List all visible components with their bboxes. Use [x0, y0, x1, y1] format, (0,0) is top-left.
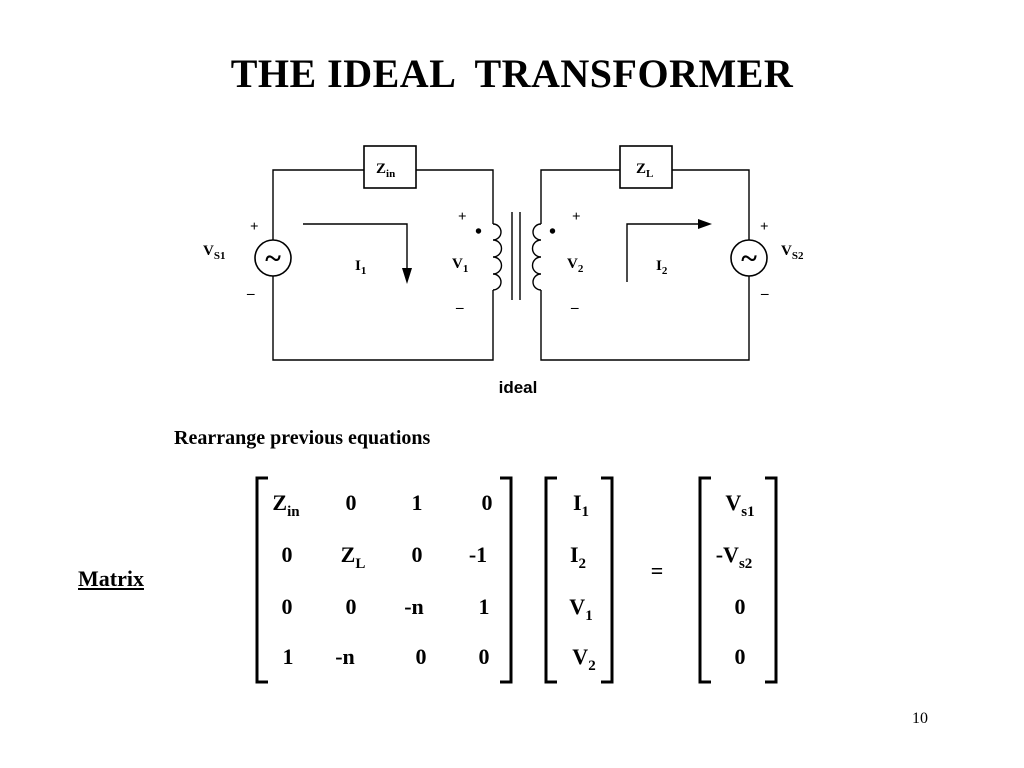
matrix-cell: ZL: [341, 542, 366, 572]
matrix-cell: 1: [412, 490, 423, 515]
matrix-cell: 1: [479, 594, 490, 619]
unknown-bracket-left: [544, 476, 557, 684]
unknowns-vector: I1 I2 V1 V2: [569, 490, 595, 674]
matrix-label: Matrix: [78, 566, 144, 591]
transformer-circuit: [254, 145, 768, 361]
vector-cell: -Vs2: [716, 542, 753, 572]
matrix-cell: 1: [283, 644, 294, 669]
matrix-cell: -1: [469, 542, 487, 567]
matrix-brackets: [255, 476, 778, 684]
v1-plus: +: [458, 209, 467, 225]
matrix-cell: -n: [335, 644, 355, 669]
matrix-cell: 0: [482, 490, 493, 515]
current-arrow-i2: [626, 223, 700, 282]
secondary-dot-icon: •: [549, 221, 556, 243]
primary-coil: [492, 223, 503, 291]
v1-label: V1: [452, 256, 468, 275]
matrix-cell: 0: [479, 644, 490, 669]
coeff-bracket-right: [500, 476, 513, 684]
secondary-wire: [540, 169, 750, 361]
vs1-plus: +: [250, 219, 259, 235]
matrix-cell: 0: [282, 542, 293, 567]
zl-box: [619, 145, 673, 189]
i1-label: I1: [355, 258, 366, 277]
matrix-cell: Zin: [272, 490, 300, 520]
v2-minus: _: [570, 295, 579, 311]
vector-cell: 0: [735, 644, 746, 669]
arrowhead-i1: [402, 268, 412, 284]
coeff-bracket-left: [255, 476, 268, 684]
tilde-icon: ~: [265, 242, 281, 275]
unknown-bracket-right: [601, 476, 614, 684]
zl-label: ZL: [636, 161, 653, 180]
primary-dot-icon: •: [475, 221, 482, 243]
coefficient-matrix: Zin 0 1 0 0 ZL 0 -1 0 0 -n 1 1 -n 0 0: [272, 490, 492, 669]
subtitle: Rearrange previous equations: [174, 427, 431, 449]
zin-label: Zin: [376, 161, 395, 180]
slide-title: THE IDEAL TRANSFORMER: [230, 51, 794, 96]
i2-label: I2: [656, 258, 668, 277]
rhs-bracket-right: [765, 476, 778, 684]
v2-label: V2: [567, 256, 584, 275]
source-vs1: [254, 239, 292, 277]
rhs-bracket-left: [698, 476, 711, 684]
source-vs2: [730, 239, 768, 277]
v2-plus: +: [572, 209, 581, 225]
matrix-cell: 0: [282, 594, 293, 619]
v1-minus: _: [455, 295, 464, 311]
vs1-minus: _: [246, 281, 255, 297]
vector-cell: I2: [570, 542, 586, 572]
rhs-vector: Vs1 -Vs2 0 0: [716, 490, 755, 669]
matrix-cell: 0: [412, 542, 423, 567]
vs2-minus: _: [760, 281, 769, 297]
zin-box: [363, 145, 417, 189]
matrix-cell: -n: [404, 594, 424, 619]
primary-wire: [272, 169, 494, 361]
current-arrow-i1: [303, 223, 408, 272]
vs2-label: VS2: [781, 243, 804, 262]
vector-cell: V2: [572, 644, 595, 674]
matrix-cell: 0: [346, 490, 357, 515]
page-number: 10: [912, 710, 928, 727]
tilde-icon: ~: [741, 242, 757, 275]
arrowhead-i2: [698, 219, 712, 229]
ideal-label: ideal: [499, 378, 538, 397]
matrix-cell: 0: [416, 644, 427, 669]
vs2-plus: +: [760, 219, 769, 235]
vector-cell: I1: [573, 490, 589, 520]
secondary-coil: [531, 223, 542, 291]
equals-sign: =: [651, 558, 664, 583]
vector-cell: Vs1: [725, 490, 754, 520]
matrix-cell: 0: [346, 594, 357, 619]
vs1-label: VS1: [203, 243, 225, 262]
vector-cell: V1: [569, 594, 592, 624]
vector-cell: 0: [735, 594, 746, 619]
